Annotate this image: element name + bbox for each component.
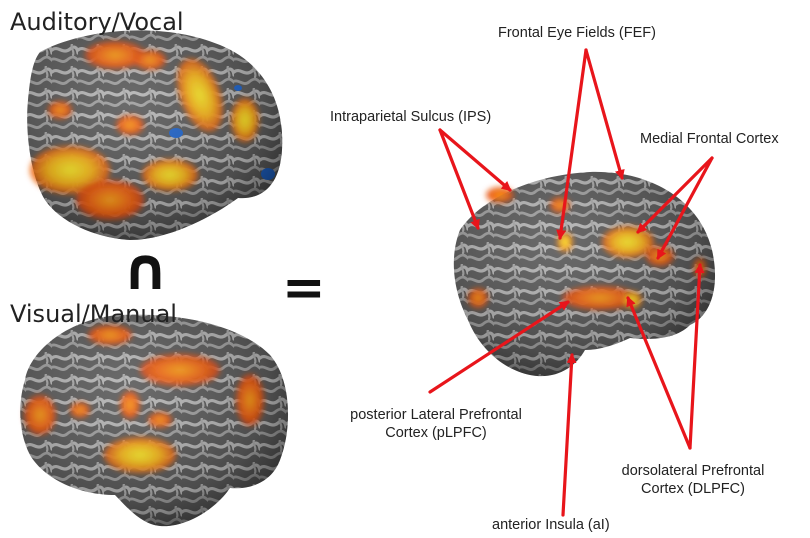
auditory-vocal-brain	[27, 30, 282, 240]
mfc-label: Medial Frontal Cortex	[640, 130, 779, 148]
intersection-symbol: ∩	[122, 240, 169, 298]
conjunction-brain	[454, 172, 715, 376]
plpfc-label-line1: posterior Lateral Prefrontal	[318, 406, 554, 424]
visual-manual-title: Visual/Manual	[10, 300, 177, 328]
equals-symbol: =	[282, 262, 326, 314]
auditory-vocal-title: Auditory/Vocal	[10, 8, 184, 36]
dlpfc-label: dorsolateral Prefrontal Cortex (DLPFC)	[598, 462, 788, 498]
visual-manual-brain	[20, 315, 288, 527]
arrow-ai	[563, 355, 572, 515]
ips-label: Intraparietal Sulcus (IPS)	[330, 108, 491, 126]
dlpfc-label-line2: Cortex (DLPFC)	[598, 480, 788, 498]
ai-label: anterior Insula (aI)	[492, 516, 610, 534]
fef-label: Frontal Eye Fields (FEF)	[498, 24, 656, 42]
dlpfc-label-line1: dorsolateral Prefrontal	[598, 462, 788, 480]
plpfc-label: posterior Lateral Prefrontal Cortex (pLP…	[318, 406, 554, 442]
plpfc-label-line2: Cortex (pLPFC)	[318, 424, 554, 442]
arrow-fef-right	[586, 50, 622, 178]
